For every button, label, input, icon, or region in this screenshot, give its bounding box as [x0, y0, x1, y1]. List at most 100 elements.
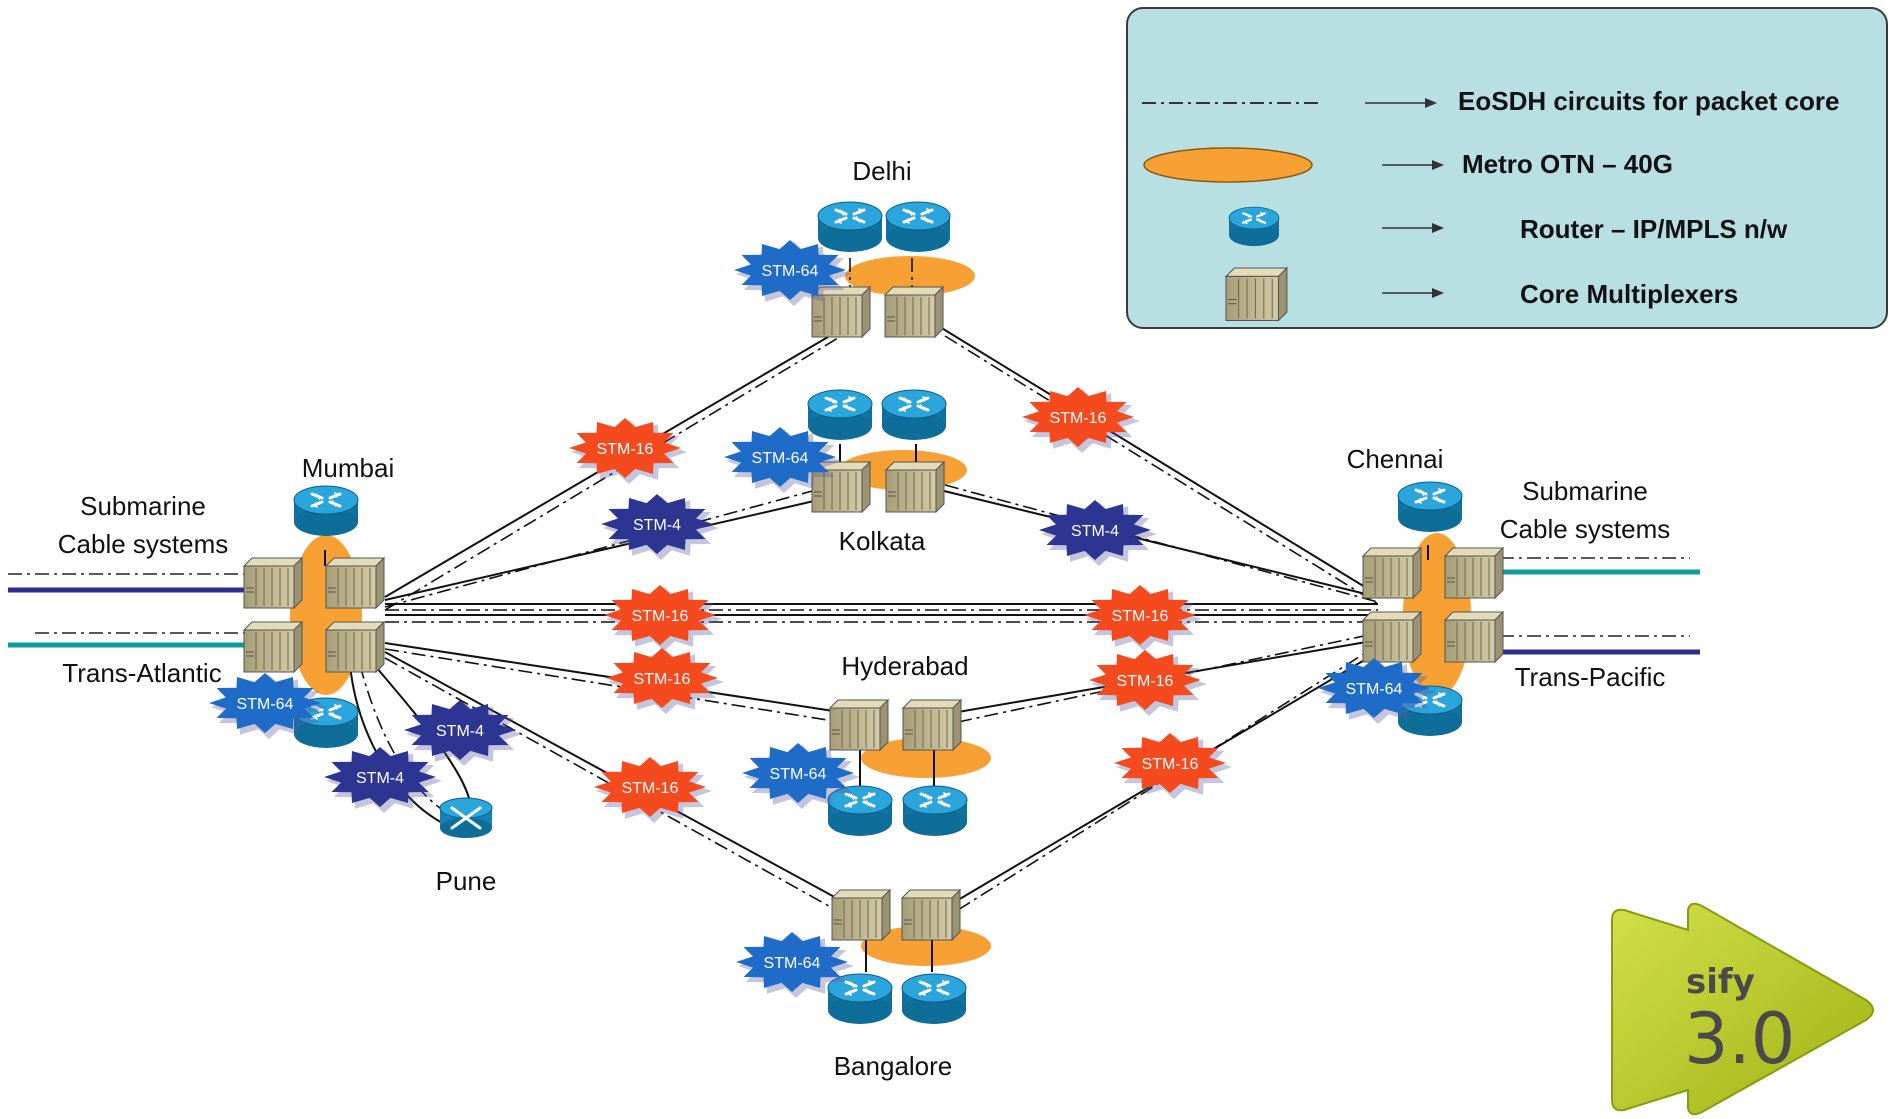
otn-ring-delhi — [845, 256, 975, 296]
node-bangalore: Bangalore — [826, 889, 968, 1081]
router-icon — [292, 484, 360, 538]
stm-16-badge: STM-16 — [606, 648, 724, 714]
mux-icon — [1362, 547, 1422, 599]
badge-shape — [1114, 733, 1226, 793]
trans-pacific-label: Trans-Pacific — [1515, 662, 1666, 692]
legend-otn-label: Metro OTN – 40G — [1462, 149, 1673, 179]
stm-4-badge: STM-4 — [404, 700, 522, 766]
submarine-right-line1: Submarine — [1522, 476, 1648, 506]
badge-label: STM-16 — [1142, 756, 1199, 773]
stm-16-badge: STM-16 — [569, 418, 687, 484]
badge-shape — [209, 673, 321, 733]
stm-64-badge: STM-64 — [742, 743, 860, 809]
stm-4-badge: STM-4 — [1039, 500, 1157, 566]
stm-4-badge: STM-4 — [601, 494, 719, 560]
logo-shape — [1611, 902, 1874, 1116]
stm-64-badge: STM-64 — [209, 673, 327, 739]
node-kolkata: Kolkata — [806, 388, 948, 556]
city-label-delhi: Delhi — [852, 156, 911, 186]
mux-icon — [1444, 547, 1504, 599]
legend-eosdh-label: EoSDH circuits for packet core — [1458, 86, 1839, 116]
badge-label: STM-16 — [1050, 410, 1107, 427]
city-label-mumbai: Mumbai — [302, 453, 394, 483]
legend-mux-label: Core Multiplexers — [1520, 279, 1738, 309]
badge-shape — [1318, 658, 1430, 718]
logo-version: 3.0 — [1684, 998, 1795, 1080]
router-icon — [806, 388, 874, 442]
sify-logo: sify 3.0 — [1611, 902, 1874, 1116]
legend-mux-icon — [1225, 267, 1288, 322]
badge-shape — [742, 743, 854, 803]
badge-shape — [594, 757, 706, 817]
badge-shape — [404, 700, 516, 760]
badge-label: STM-64 — [764, 955, 821, 972]
stm-16-badge: STM-16 — [1022, 387, 1140, 453]
badge-label: STM-4 — [1071, 523, 1119, 540]
mux-icon — [1444, 611, 1504, 663]
router-icon — [880, 388, 948, 442]
side-labels: Submarine Cable systems Trans-Atlantic S… — [58, 476, 1671, 692]
trans-atlantic-label: Trans-Atlantic — [62, 658, 221, 688]
stm-64-badge: STM-64 — [1318, 658, 1436, 724]
stm-4-badge: STM-4 — [324, 747, 442, 813]
badge-label: STM-4 — [356, 770, 404, 787]
router-icon — [826, 784, 894, 838]
eosdh-links — [359, 258, 1379, 911]
mux-icon — [831, 889, 891, 941]
otn-ring-bangalore — [861, 926, 991, 966]
mux-icon — [243, 557, 303, 609]
city-label-pune: Pune — [436, 866, 497, 896]
badge-shape — [736, 932, 848, 992]
mux-icon — [901, 889, 961, 941]
legend-otn-ellipse — [1143, 147, 1313, 183]
legend-router-label: Router – IP/MPLS n/w — [1520, 214, 1788, 244]
mux-icon — [243, 621, 303, 673]
badge-label: STM-16 — [622, 780, 679, 797]
mux-icon — [885, 461, 945, 513]
stm-64-badge: STM-64 — [724, 427, 842, 493]
badge-label: STM-16 — [632, 608, 689, 625]
mux-icon — [325, 621, 385, 673]
city-label-bangalore: Bangalore — [834, 1051, 953, 1081]
badge-shape — [724, 427, 836, 487]
mux-icon — [902, 699, 962, 751]
stm-64-badge: STM-64 — [734, 240, 852, 306]
node-hyderabad: Hyderabad — [826, 651, 969, 838]
node-mumbai: Mumbai — [243, 453, 394, 750]
submarine-left-line2: Cable systems — [58, 529, 229, 559]
city-label-kolkata: Kolkata — [839, 526, 926, 556]
mux-icon — [884, 286, 944, 338]
submarine-right-line2: Cable systems — [1500, 514, 1671, 544]
otn-rings — [290, 256, 1471, 966]
stm-16-badge: STM-16 — [1089, 650, 1207, 716]
stm-16-badge: STM-16 — [594, 757, 712, 823]
city-label-chennai: Chennai — [1347, 444, 1444, 474]
cross-connect-icon — [439, 797, 493, 838]
badge-label: STM-16 — [597, 441, 654, 458]
legend-router-icon — [1227, 205, 1281, 248]
router-icon — [900, 972, 968, 1026]
router-icon — [901, 784, 969, 838]
submarine-cables — [8, 557, 1700, 655]
router-icon — [1396, 480, 1464, 534]
submarine-left-line1: Submarine — [80, 491, 206, 521]
solid-links — [349, 326, 1379, 901]
badge-label: STM-16 — [634, 671, 691, 688]
stm-64-badge: STM-64 — [736, 932, 854, 998]
router-icon — [816, 200, 884, 254]
router-icon — [884, 200, 952, 254]
badge-label: STM-4 — [436, 723, 484, 740]
city-label-hyderabad: Hyderabad — [841, 651, 968, 681]
badge-label: STM-16 — [1117, 673, 1174, 690]
badge-shape — [324, 747, 436, 807]
node-connections — [324, 444, 1429, 972]
badge-shape — [1022, 387, 1134, 447]
badge-shape — [1089, 650, 1201, 710]
badge-shape — [734, 240, 846, 300]
stm-16-badge: STM-16 — [604, 585, 722, 651]
stm-16-badge: STM-16 — [1114, 733, 1232, 799]
badge-shape — [569, 418, 681, 478]
otn-ring-hyderabad — [861, 738, 991, 778]
badge-label: STM-16 — [1112, 608, 1169, 625]
legend: EoSDH circuits for packet core Metro OTN… — [1126, 7, 1888, 329]
